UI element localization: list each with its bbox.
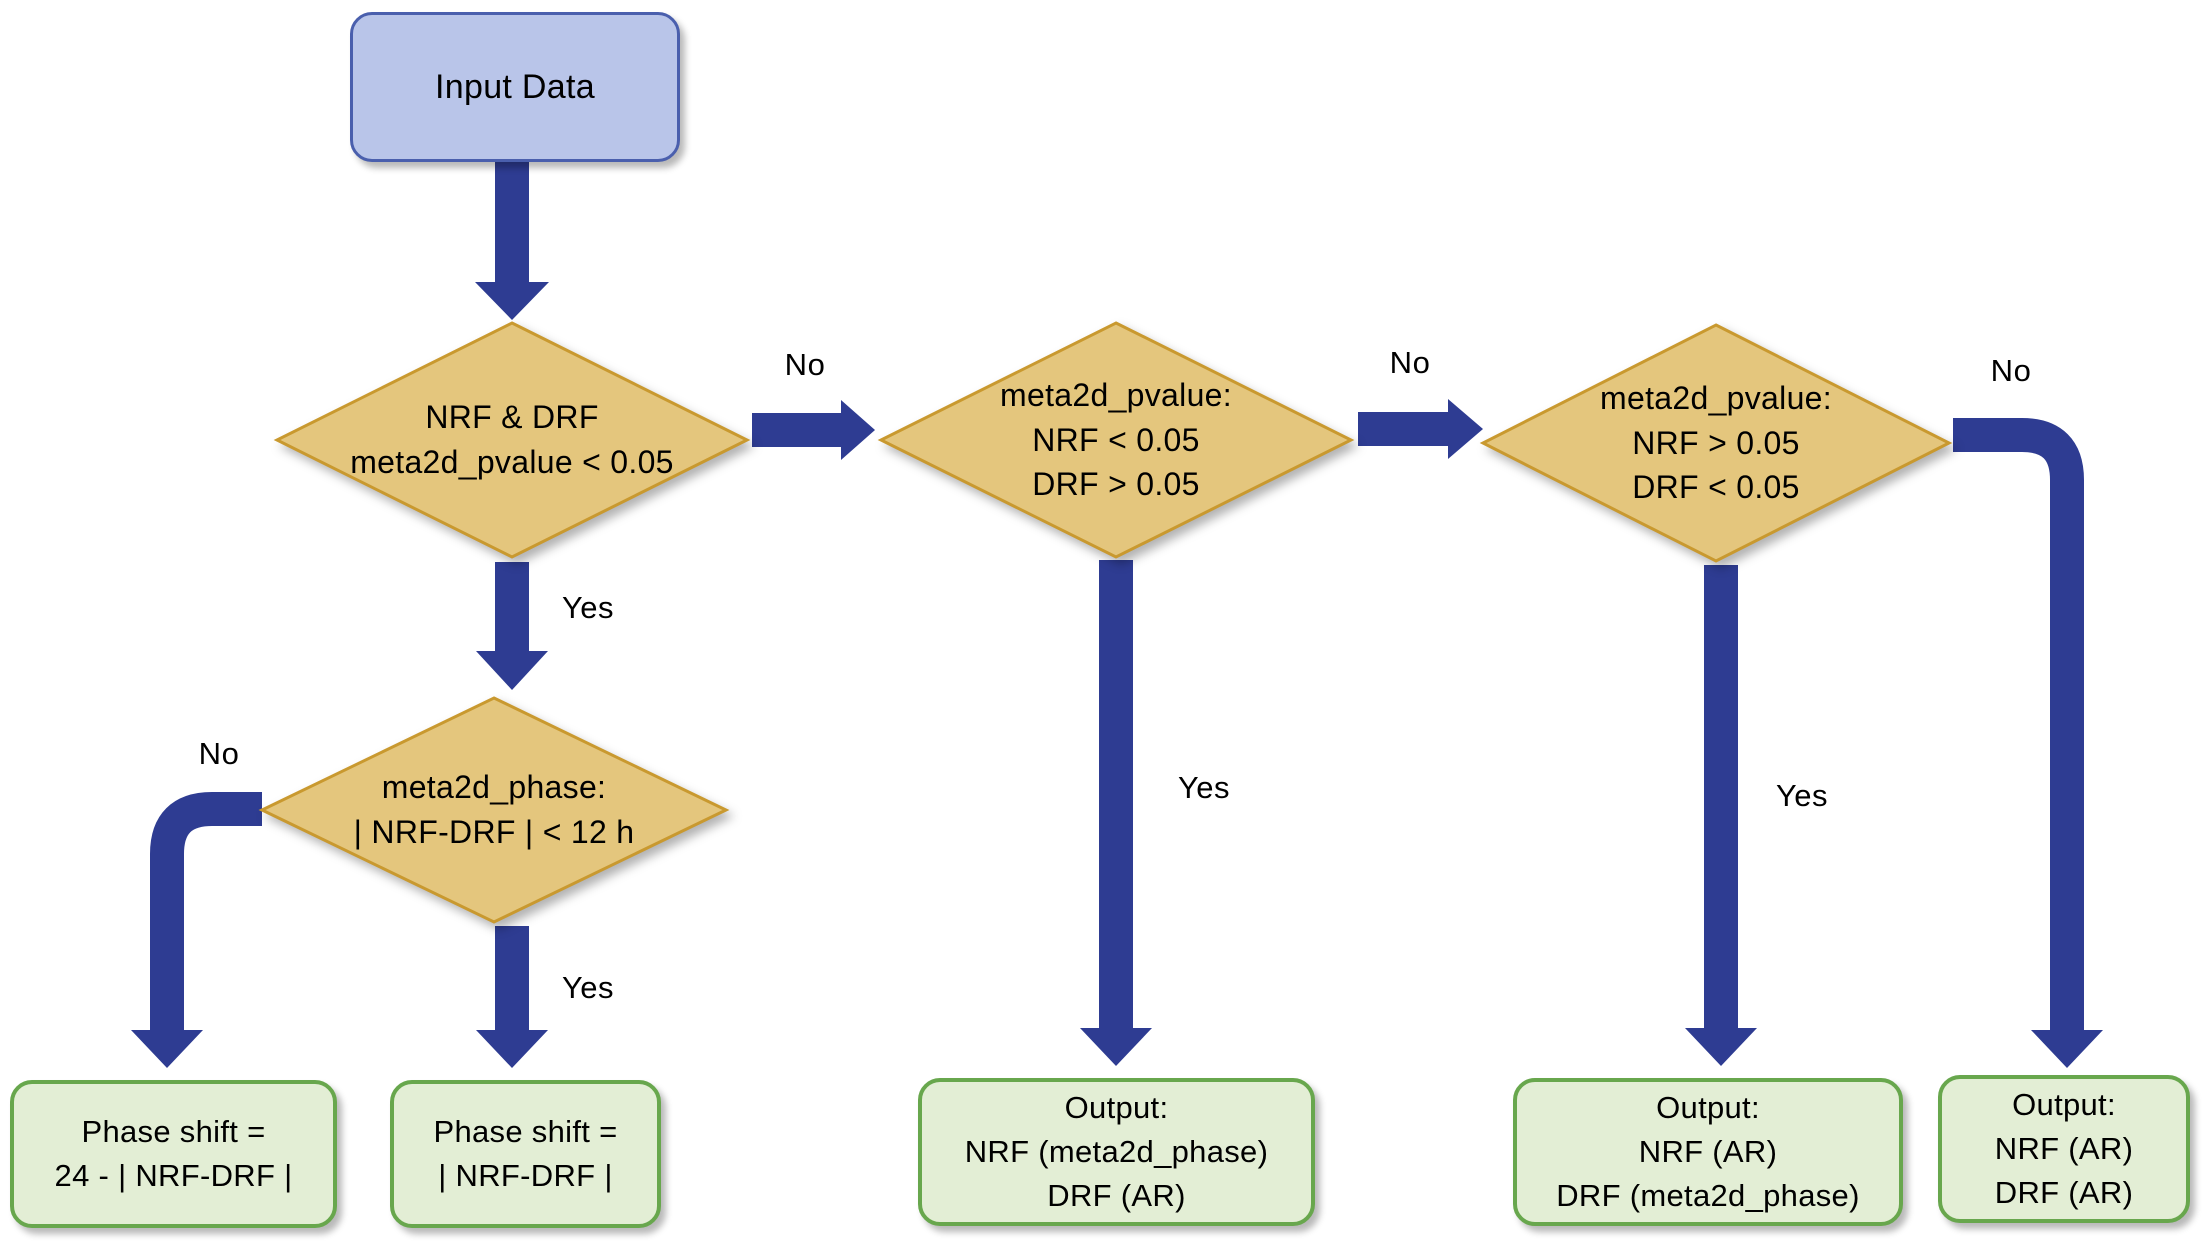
arrowhead-d3-to-out5 <box>2031 1030 2103 1068</box>
edge-label-yes-d2-out3: Yes <box>1177 770 1231 805</box>
node-line: NRF (AR) <box>1638 1133 1778 1169</box>
edge-label-no-d1-d2: No <box>784 347 826 382</box>
arrowhead-d4-to-out2 <box>476 1030 548 1068</box>
node-output-both-ar: Output: NRF (AR) DRF (AR) <box>1938 1075 2190 1223</box>
node-line: Phase shift = <box>433 1113 618 1149</box>
arrowhead-d1-to-d2 <box>841 400 875 460</box>
node-line: Output: <box>1656 1089 1760 1125</box>
arrow-d4-to-out1 <box>150 792 262 1030</box>
node-line: 24 - | NRF-DRF | <box>54 1158 293 1193</box>
diamond-d1-shape <box>273 321 751 559</box>
node-phase-shift-24-minus: Phase shift = 24 - | NRF-DRF | <box>10 1080 337 1228</box>
node-line: Phase shift = <box>81 1113 266 1149</box>
arrowhead-d3-to-out4 <box>1685 1028 1757 1066</box>
node-line: Output: <box>2012 1086 2116 1122</box>
node-line: | NRF-DRF | <box>438 1158 613 1193</box>
arrowhead-d2-to-d3 <box>1448 399 1483 459</box>
node-line: DRF (AR) <box>1047 1178 1186 1213</box>
node-line: Output: <box>1064 1089 1169 1125</box>
node-line: DRF (meta2d_phase) <box>1556 1178 1860 1213</box>
decision-shapes <box>258 321 1953 924</box>
node-output-drf-meta2d-phase: Output: NRF (AR) DRF (meta2d_phase) <box>1513 1078 1903 1226</box>
node-label: Input Data <box>435 67 595 106</box>
arrowhead-input-to-d1 <box>475 282 549 320</box>
edge-label-no-d4-out1: No <box>198 736 240 771</box>
diamond-d4-shape <box>258 696 730 924</box>
node-output-nrf-meta2d-phase: Output: NRF (meta2d_phase) DRF (AR) <box>918 1078 1315 1226</box>
edge-label-yes-d3-out4: Yes <box>1775 778 1829 813</box>
edge-label-no-d2-d3: No <box>1389 345 1431 380</box>
diamond-d3-shape <box>1479 323 1953 563</box>
edge-label-yes-d1-d4: Yes <box>561 590 615 625</box>
node-line: DRF (AR) <box>1994 1175 2134 1210</box>
node-phase-shift-abs: Phase shift = | NRF-DRF | <box>390 1080 661 1228</box>
node-line: NRF (AR) <box>1994 1130 2134 1166</box>
node-line: NRF (meta2d_phase) <box>964 1133 1269 1169</box>
node-input-data: Input Data <box>350 12 680 162</box>
arrowhead-d1-to-d4 <box>476 651 548 690</box>
edge-label-yes-d4-out2: Yes <box>561 970 615 1005</box>
arrow-d3-to-out5 <box>1953 418 2084 1030</box>
edge-label-no-d3-out5: No <box>1990 353 2032 388</box>
arrows <box>131 160 2103 1068</box>
arrowhead-d2-to-out3 <box>1080 1028 1152 1066</box>
arrowhead-d4-to-out1 <box>131 1030 203 1068</box>
diamond-d2-shape <box>877 321 1355 559</box>
